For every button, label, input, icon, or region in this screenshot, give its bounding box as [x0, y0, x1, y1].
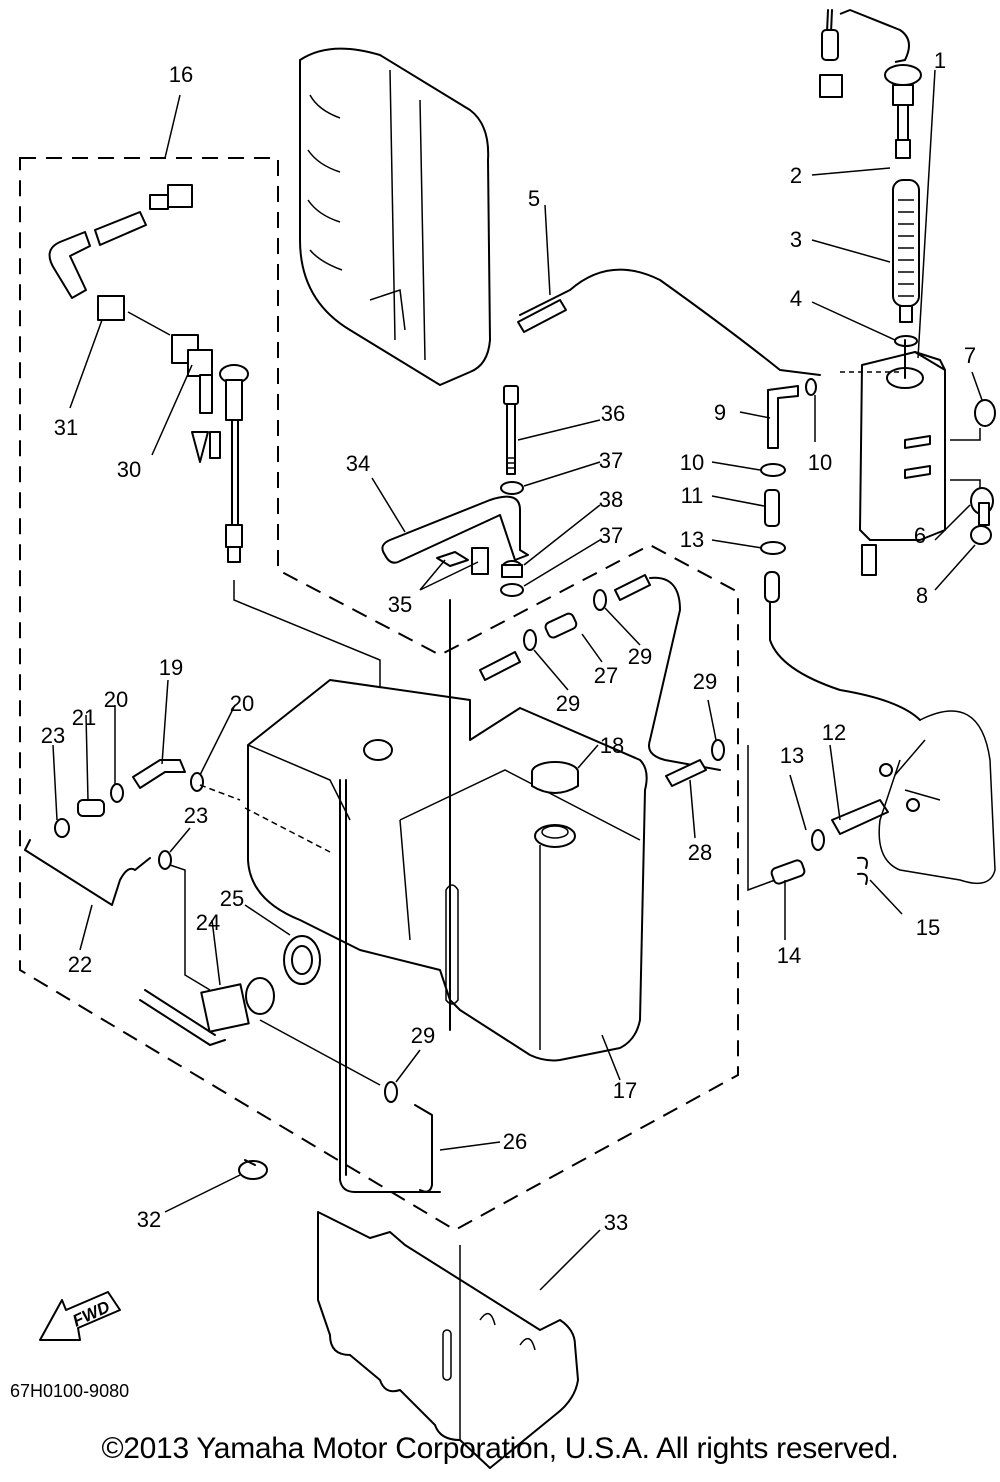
callout-10-left: 10 — [680, 450, 704, 475]
callout-37-lower: 37 — [599, 523, 623, 548]
callout-8: 8 — [916, 583, 928, 608]
hose-26 — [414, 1104, 433, 1193]
callout-labels: 1 2 3 4 5 6 7 8 9 10 10 11 12 13 13 14 1… — [41, 48, 976, 1235]
callout-38: 38 — [599, 487, 623, 512]
nut-25 — [283, 935, 321, 985]
callout-13-lower: 13 — [780, 743, 804, 768]
callout-20-left: 20 — [104, 687, 128, 712]
callout-27: 27 — [594, 663, 618, 688]
clamp-13-lower — [811, 829, 825, 851]
fwd-arrow-icon: FWD — [39, 1291, 121, 1341]
clamp-29-lower — [384, 1081, 398, 1103]
callout-35: 35 — [388, 592, 412, 617]
clamp-20-right — [190, 772, 204, 792]
callout-3: 3 — [790, 227, 802, 252]
callout-1: 1 — [934, 48, 946, 73]
callout-30: 30 — [117, 457, 141, 482]
callout-9: 9 — [714, 400, 726, 425]
washer-37-upper — [500, 481, 524, 495]
drawing-code: 67H0100-9080 — [10, 1381, 130, 1401]
check-valve-21 — [77, 799, 105, 817]
clamp-29-a — [523, 629, 537, 651]
bolt-36 — [503, 385, 519, 475]
callout-24: 24 — [196, 910, 220, 935]
rubber-pads-35 — [436, 547, 489, 575]
callout-21: 21 — [72, 705, 96, 730]
callout-31: 31 — [54, 415, 78, 440]
callout-7: 7 — [964, 343, 976, 368]
callout-14: 14 — [777, 943, 801, 968]
callout-29-lower-left: 29 — [556, 691, 580, 716]
clamp-23-right — [158, 850, 172, 870]
engine-bottom-cowling — [878, 710, 996, 885]
callout-18: 18 — [600, 733, 624, 758]
callout-32: 32 — [137, 1207, 161, 1232]
leader-lines — [52, 69, 983, 1291]
engine-cover — [299, 47, 491, 386]
callout-33: 33 — [604, 1210, 628, 1235]
sensor-harness-30 — [127, 311, 249, 563]
oil-tank-17 — [247, 679, 648, 1062]
callout-29-right: 29 — [693, 669, 717, 694]
callout-2: 2 — [790, 163, 802, 188]
assembly-16-boundary — [19, 157, 739, 1232]
joint-11 — [764, 489, 780, 527]
callout-15: 15 — [916, 915, 940, 940]
nut-38 — [501, 560, 523, 578]
callout-25: 25 — [220, 886, 244, 911]
clamp-29-c — [711, 739, 725, 761]
oil-pump-24 — [139, 977, 275, 1046]
hose-9 — [767, 385, 799, 449]
callout-19: 19 — [159, 655, 183, 680]
callout-12: 12 — [822, 720, 846, 745]
callout-11: 11 — [681, 483, 704, 508]
clamp-20-left — [110, 783, 124, 803]
callout-4: 4 — [790, 286, 802, 311]
callout-36: 36 — [601, 401, 625, 426]
hose-5 — [517, 268, 821, 376]
hose-22 — [24, 839, 151, 906]
callout-28: 28 — [688, 840, 712, 865]
clamp-10-upper — [805, 378, 817, 396]
mounting-bracket-33 — [317, 1211, 579, 1469]
clamp-13-upper — [760, 541, 786, 555]
oil-filter-3 — [892, 179, 920, 323]
callout-10-right: 10 — [808, 450, 832, 475]
callout-20-right: 20 — [230, 691, 254, 716]
oil-tank-cap-18 — [531, 761, 579, 794]
washer-37-lower — [500, 583, 524, 597]
grommet-7 — [974, 399, 996, 427]
callout-29-upper-right: 29 — [628, 644, 652, 669]
joint-14 — [770, 859, 806, 885]
clamp-23-left — [54, 818, 70, 838]
clamp-29-b — [593, 589, 607, 611]
callout-26: 26 — [503, 1129, 527, 1154]
wire-harness-31 — [48, 184, 193, 321]
hose-19 — [132, 759, 186, 789]
hose-12 — [831, 799, 889, 835]
callout-22: 22 — [68, 952, 92, 977]
clamp-32 — [238, 1159, 268, 1180]
oil-level-sensor-2 — [819, 9, 922, 159]
callout-34: 34 — [346, 451, 370, 476]
dipstick-tube — [339, 779, 441, 1193]
callout-17: 17 — [613, 1078, 637, 1103]
callout-5: 5 — [528, 186, 540, 211]
clip-15 — [857, 856, 868, 885]
hose-28 — [665, 759, 707, 787]
tank-bracket-34 — [381, 495, 529, 564]
callout-6: 6 — [914, 523, 926, 548]
copyright-notice: ©2013 Yamaha Motor Corporation, U.S.A. A… — [101, 1432, 899, 1465]
joint-27 — [544, 612, 578, 639]
callout-37-upper: 37 — [599, 448, 623, 473]
clamp-10-lower — [760, 463, 786, 477]
callout-13-upper: 13 — [680, 527, 704, 552]
callout-23-left: 23 — [41, 723, 65, 748]
callout-16: 16 — [169, 62, 193, 87]
bolt-8 — [970, 502, 992, 545]
callout-29-bottom: 29 — [411, 1023, 435, 1048]
callout-23-right: 23 — [184, 803, 208, 828]
oil-sub-tank-1 — [840, 339, 946, 576]
